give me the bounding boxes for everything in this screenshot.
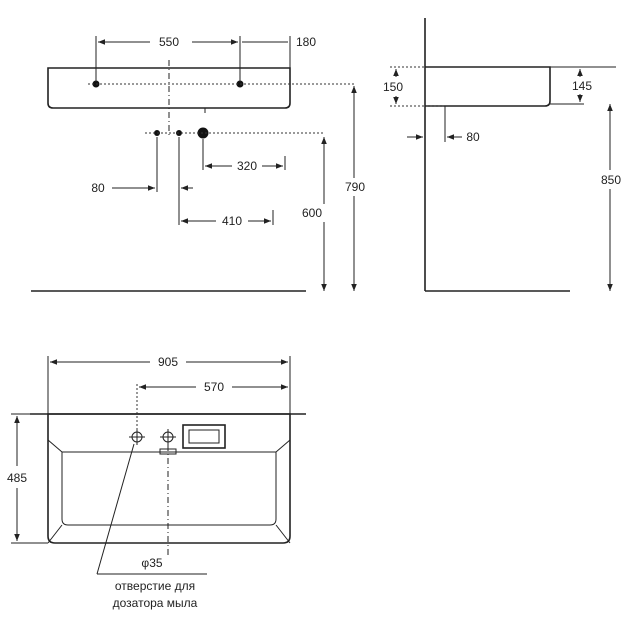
dim-485-label: 485 (7, 471, 27, 485)
dim-905-label: 905 (158, 355, 178, 369)
side-view: 150 145 80 850 (383, 18, 621, 292)
top-view: 905 570 485 φ35 отверстие для дозатора м… (7, 355, 306, 610)
dim-410-label: 410 (222, 214, 242, 228)
faucet-hole (160, 429, 176, 445)
dim-side-80-label: 80 (466, 130, 480, 144)
soap-hole-leader (96, 443, 135, 575)
dim-600-label: 600 (302, 206, 322, 220)
overflow-grate (182, 424, 226, 449)
dim-phi35-label: φ35 (141, 556, 162, 570)
dim-570-label: 570 (204, 380, 224, 394)
soap-hole-note-line2: дозатора мыла (113, 596, 198, 610)
dim-80-label: 80 (91, 181, 105, 195)
front-basin-outline (47, 67, 291, 109)
bowl-corner-tl (47, 439, 63, 453)
soap-dispenser-hole (129, 429, 145, 445)
dim-790-label: 790 (345, 180, 365, 194)
dim-550-label: 550 (159, 35, 179, 49)
bowl-corner-tr (275, 439, 291, 453)
bowl-corner-br (275, 524, 291, 544)
dim-180-label: 180 (296, 35, 316, 49)
top-bowl-inner (61, 451, 277, 526)
dim-850-label: 850 (601, 173, 621, 187)
top-basin-outline (47, 413, 291, 544)
front-view: 550 180 320 80 410 600 790 (31, 35, 365, 292)
dim-150-label: 150 (383, 80, 403, 94)
soap-hole-note-line1: отверстие для (115, 579, 195, 593)
side-basin-outline (425, 66, 551, 107)
dim-320-label: 320 (237, 159, 257, 173)
dim-145-label: 145 (572, 79, 592, 93)
bowl-corner-bl (47, 524, 63, 544)
